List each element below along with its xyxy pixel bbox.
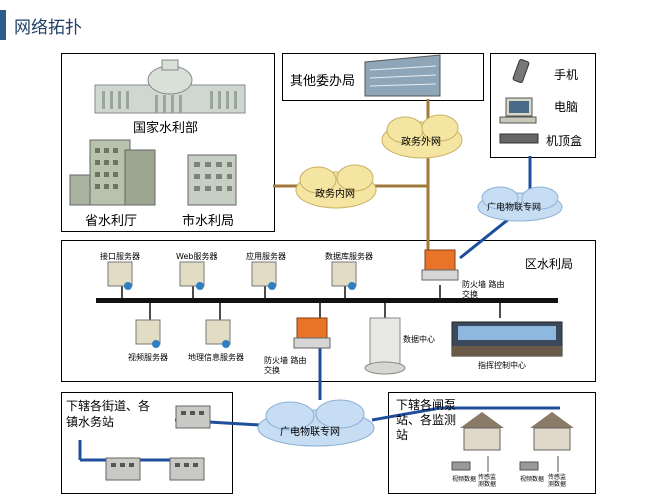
cloud-gov-internal bbox=[295, 164, 377, 209]
city-building-icon bbox=[187, 154, 237, 206]
label-interface-server: 接口服务器 bbox=[100, 252, 140, 261]
label-gov-external: 政务外网 bbox=[401, 137, 441, 148]
data-center-icon bbox=[364, 317, 406, 375]
label-video-server: 视频服务器 bbox=[128, 353, 168, 362]
label-sensor-data-2: 传感监测数据 bbox=[548, 474, 567, 488]
label-district: 区水利局 bbox=[525, 257, 574, 271]
label-settop: 机顶盒 bbox=[546, 134, 583, 148]
label-phone: 手机 bbox=[554, 68, 579, 82]
label-national: 国家水利部 bbox=[133, 121, 199, 136]
cloud-cable-bottom bbox=[257, 399, 375, 447]
firewall-mid-icon bbox=[293, 317, 331, 349]
label-gov-internal: 政务内网 bbox=[315, 189, 355, 200]
label-city: 市水利局 bbox=[182, 214, 235, 229]
label-video-data-2: 视频数据 bbox=[520, 476, 545, 483]
label-app-server: 应用服务器 bbox=[246, 252, 286, 261]
server-icons bbox=[107, 261, 357, 345]
label-cable-top: 广电物联专网 bbox=[487, 203, 542, 213]
phone-icon bbox=[512, 59, 530, 83]
label-firewall-mid: 防火墙 路由交换 bbox=[264, 356, 307, 375]
settop-box-icon bbox=[499, 133, 539, 144]
label-command-center: 指挥控制中心 bbox=[478, 361, 526, 370]
page-title: 网络拓扑 bbox=[14, 18, 82, 38]
label-video-data-1: 视频数据 bbox=[452, 476, 477, 483]
label-other-offices: 其他委办局 bbox=[290, 74, 356, 89]
label-web-server: Web服务器 bbox=[176, 252, 218, 261]
label-computer: 电脑 bbox=[554, 100, 579, 114]
label-sensor-data-1: 传感监测数据 bbox=[478, 474, 497, 488]
label-provincial: 省水利厅 bbox=[85, 214, 138, 229]
provincial-building-icon bbox=[69, 139, 156, 206]
station-house-icons bbox=[460, 412, 574, 451]
sensor-icons bbox=[451, 456, 559, 472]
label-data-center: 数据中心 bbox=[403, 335, 435, 344]
label-cable-bottom: 广电物联专网 bbox=[280, 427, 340, 438]
label-streets: 下辖各街道、各镇水务站 bbox=[66, 399, 151, 429]
label-firewall-top: 防火墙 路由交换 bbox=[462, 280, 505, 299]
cloud-cable-top bbox=[477, 186, 563, 222]
cloud-gov-external bbox=[381, 114, 463, 159]
office-building-icon bbox=[364, 54, 441, 97]
title-accent-bar bbox=[0, 10, 6, 40]
computer-icon bbox=[499, 97, 537, 124]
label-db-server: 数据库服务器 bbox=[325, 252, 373, 261]
command-center-icon bbox=[451, 321, 563, 357]
capitol-building-icon bbox=[94, 59, 246, 114]
label-gis-server: 地理信息服务器 bbox=[188, 353, 244, 362]
backbone-bus bbox=[96, 298, 558, 303]
firewall-top-icon bbox=[421, 249, 459, 281]
label-stations: 下辖各闸泵站、各监测站 bbox=[396, 398, 457, 442]
